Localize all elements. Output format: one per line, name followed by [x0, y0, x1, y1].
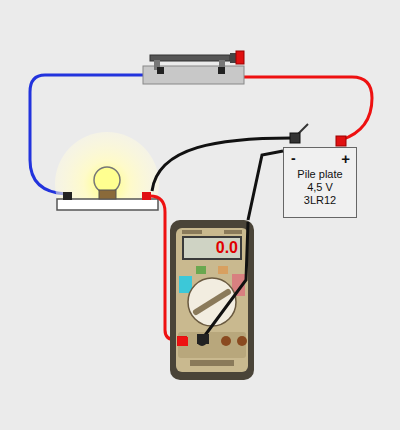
- battery: - +Pile plate 4,5 V 3LR12: [283, 147, 357, 218]
- black-wire: [152, 138, 292, 191]
- terminal-sign: +: [341, 151, 350, 167]
- switch: [236, 51, 244, 64]
- multimeter-part: [224, 230, 242, 234]
- lamp: [94, 167, 120, 193]
- multimeter: 0.0: [170, 220, 254, 380]
- lamp: [55, 132, 159, 200]
- battery-terminal: [290, 133, 300, 143]
- multimeter-body: [170, 220, 254, 380]
- multimeter-part: [221, 336, 231, 346]
- display-reading: 0.0: [216, 238, 238, 258]
- wire-connector: [248, 151, 283, 220]
- switch: [218, 67, 225, 74]
- multimeter-part: [237, 336, 247, 346]
- multimeter-part: [182, 230, 202, 234]
- lamp: [63, 192, 72, 200]
- multimeter-part: [182, 236, 242, 260]
- probe-plug: [197, 334, 209, 344]
- red-wire: [244, 77, 372, 140]
- multimeter-part: [179, 276, 192, 293]
- lamp: [99, 190, 116, 199]
- red-wire: [244, 77, 372, 140]
- multimeter-part: [218, 266, 228, 274]
- probe-plug: [178, 337, 188, 346]
- switch: [143, 66, 244, 84]
- switch: [143, 51, 244, 84]
- battery-label: Pile plate 4,5 V 3LR12: [291, 168, 349, 207]
- black-wire: [203, 222, 248, 338]
- terminal-sign: -: [291, 150, 296, 166]
- battery-terminal: [290, 124, 346, 146]
- lamp: [55, 132, 159, 236]
- switch: [157, 67, 164, 74]
- battery-terminal: [336, 136, 346, 146]
- black-wire: [152, 138, 292, 191]
- multimeter-part: [184, 238, 240, 258]
- lamp: [142, 192, 151, 200]
- switch: [230, 53, 236, 63]
- lamp: [57, 199, 158, 210]
- switch: [150, 55, 230, 61]
- multimeter-part: [177, 336, 187, 346]
- multimeter-part: [170, 220, 254, 380]
- multimeter-part: [190, 360, 234, 366]
- multimeter-part: [196, 266, 206, 274]
- multimeter-part: [178, 332, 246, 358]
- multimeter-part: [176, 228, 248, 372]
